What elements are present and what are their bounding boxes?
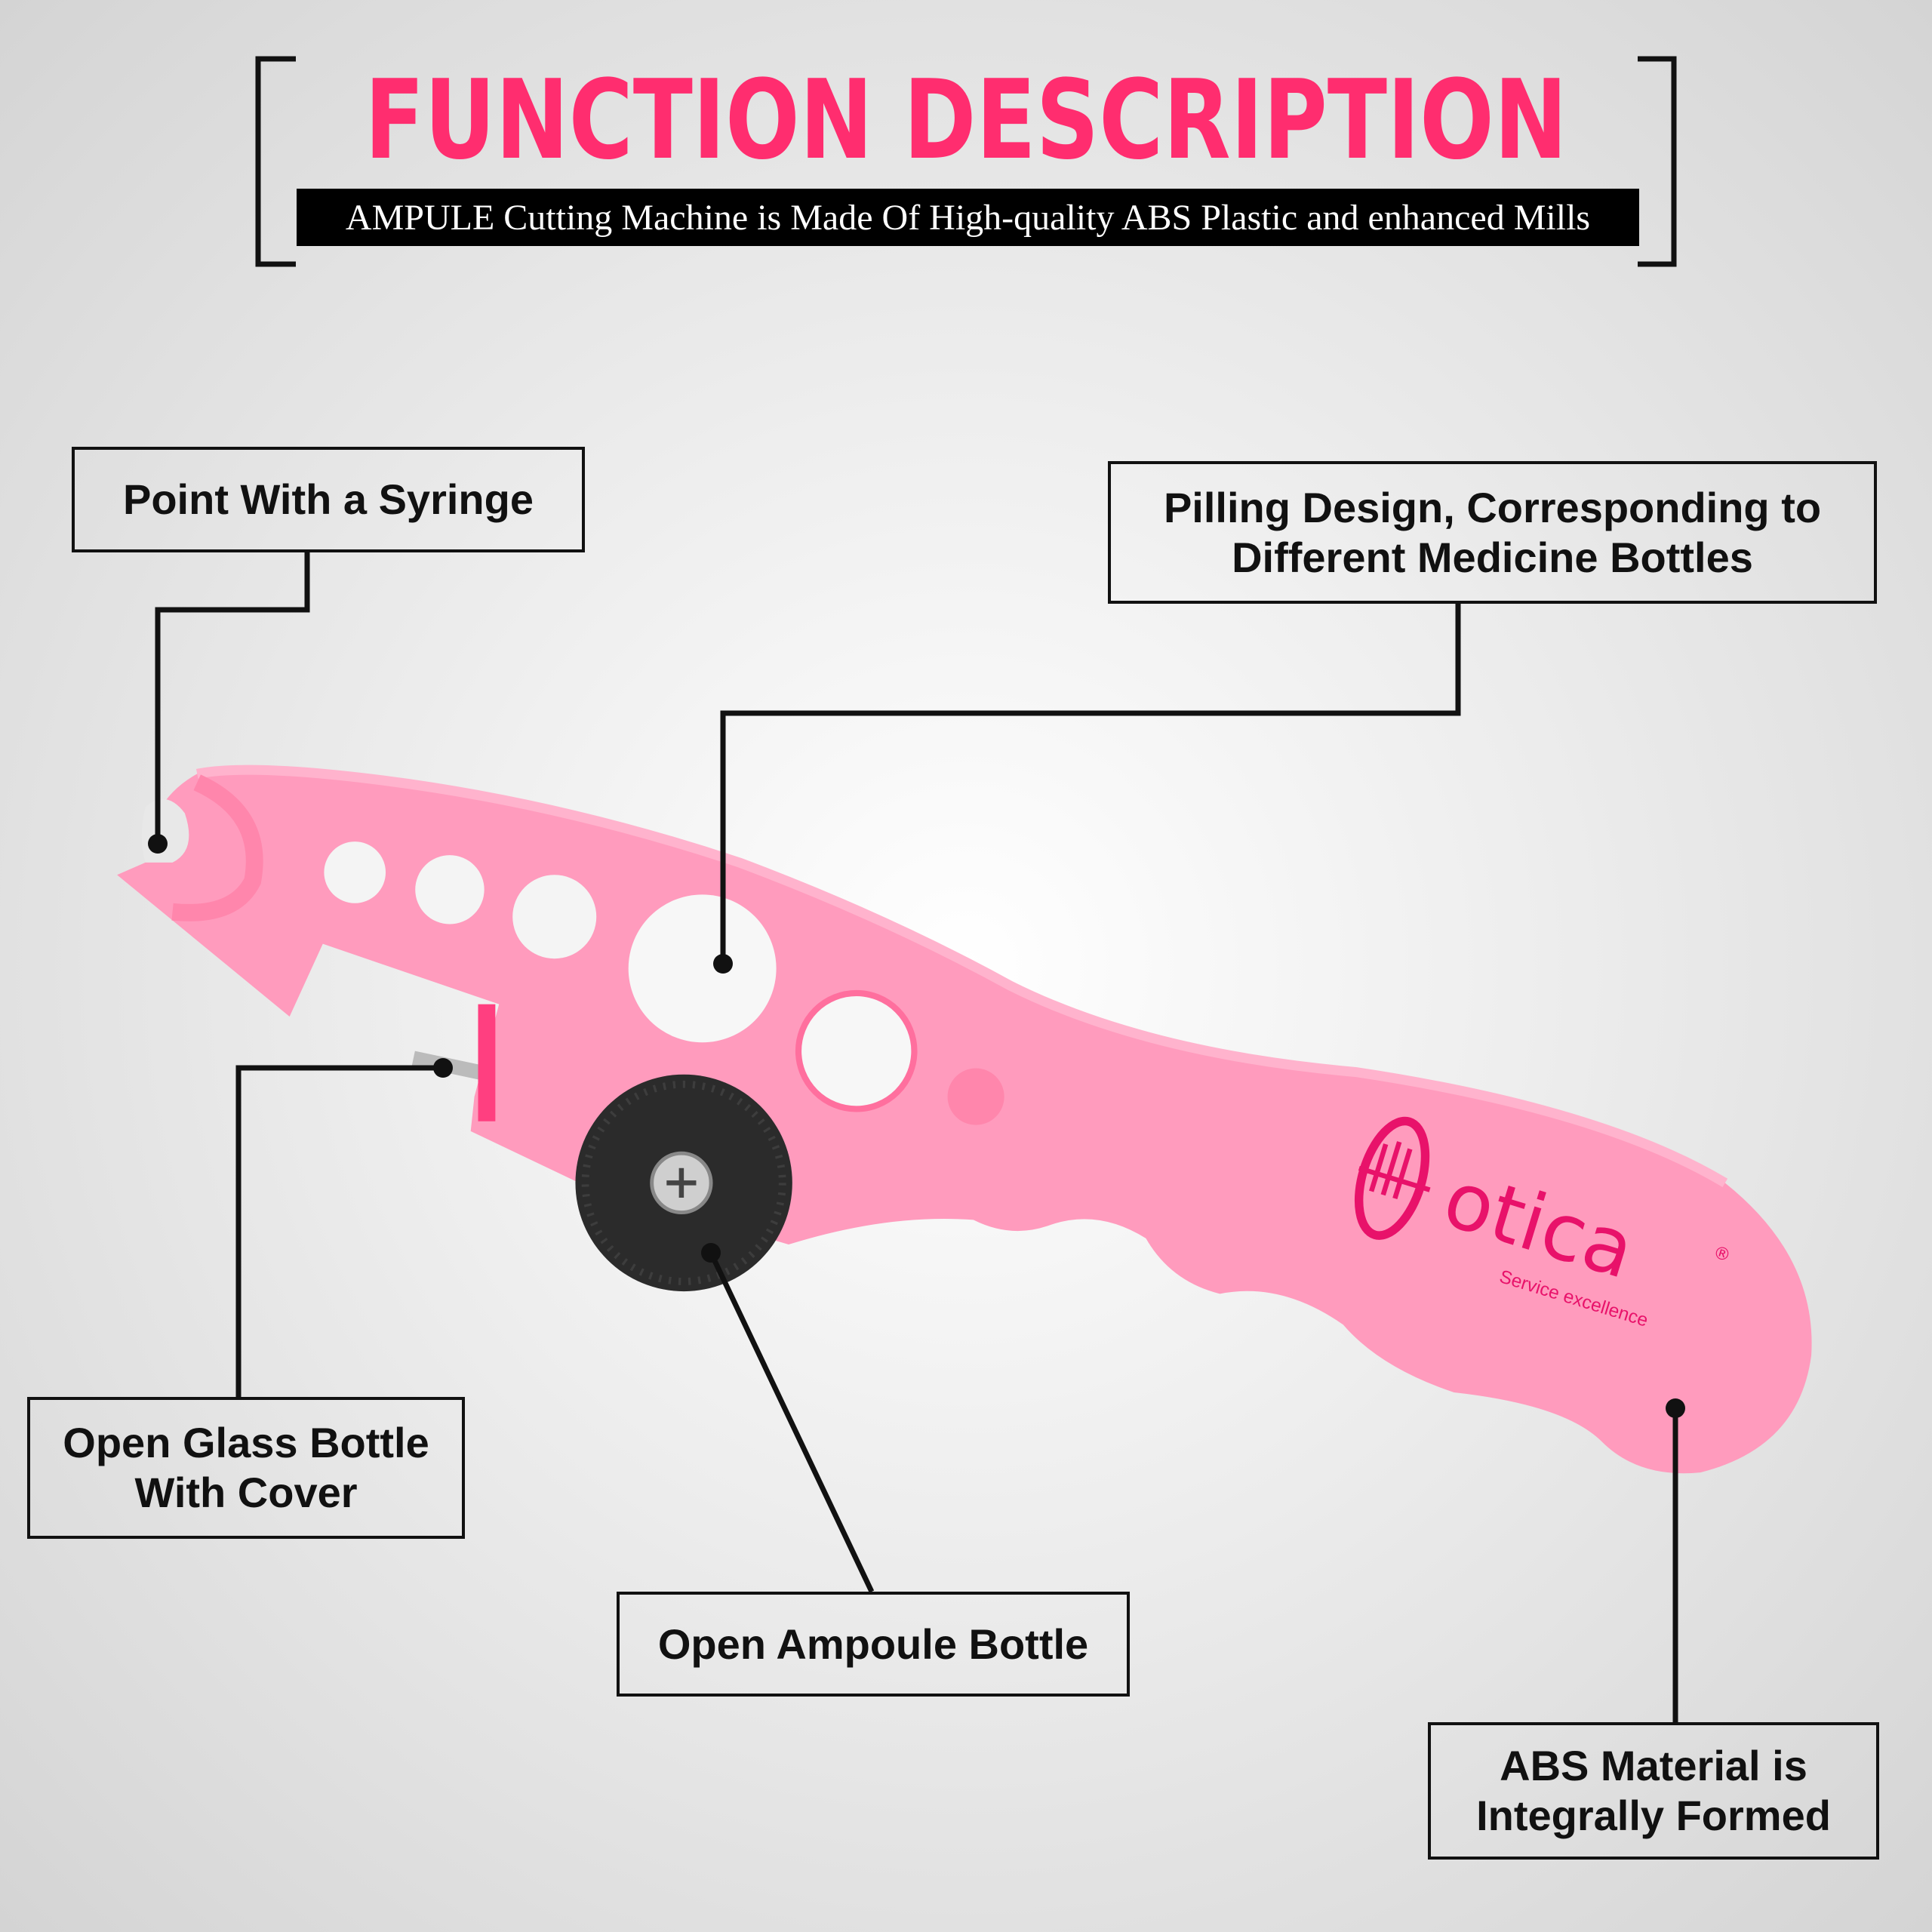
dot-syringe	[148, 834, 168, 854]
hole-4	[628, 894, 777, 1043]
callout-label: Point With a Syringe	[123, 475, 534, 523]
hole-1	[324, 841, 386, 903]
callout-syringe: Point With a Syringe	[72, 447, 585, 552]
page-title: FUNCTION DESCRIPTION	[365, 57, 1567, 184]
callout-label: Pilling Design, Corresponding to Differe…	[1163, 483, 1822, 581]
tool-edge-highlight	[195, 764, 1728, 1187]
dot-pilling	[713, 954, 733, 974]
leader-syringe	[155, 552, 310, 844]
grinding-wheel-texture	[581, 1080, 786, 1285]
subtitle-bar: AMPULE Cutting Machine is Made Of High-q…	[297, 189, 1639, 246]
callout-label: Open Ampoule Bottle	[657, 1620, 1089, 1668]
blade-edge	[478, 1004, 496, 1121]
hole-3	[512, 875, 597, 959]
callout-abs: ABS Material is Integrally Formed	[1428, 1722, 1879, 1860]
leader-ampoule	[708, 1251, 875, 1593]
callout-ampoule: Open Ampoule Bottle	[617, 1592, 1130, 1697]
dot-ampoule	[701, 1243, 721, 1263]
leader-glass	[235, 1065, 443, 1397]
dot-abs	[1666, 1398, 1685, 1418]
callout-label: ABS Material is Integrally Formed	[1476, 1742, 1831, 1839]
screw-cross	[666, 1168, 697, 1198]
right-bracket	[1638, 56, 1677, 267]
left-bracket	[255, 56, 296, 267]
callout-pilling: Pilling Design, Corresponding to Differe…	[1108, 461, 1877, 604]
callout-glass-bottle: Open Glass Bottle With Cover	[27, 1397, 465, 1539]
hook-ring	[171, 774, 263, 921]
hole-5	[795, 989, 918, 1112]
callout-label: Open Glass Bottle With Cover	[63, 1419, 429, 1516]
hole-2	[415, 855, 485, 924]
dot-glass	[433, 1058, 453, 1078]
leader-pilling	[720, 604, 1461, 964]
logo-mark-lines	[1358, 1141, 1431, 1200]
subtitle: AMPULE Cutting Machine is Made Of High-q…	[345, 197, 1591, 238]
dimple	[947, 1068, 1004, 1125]
